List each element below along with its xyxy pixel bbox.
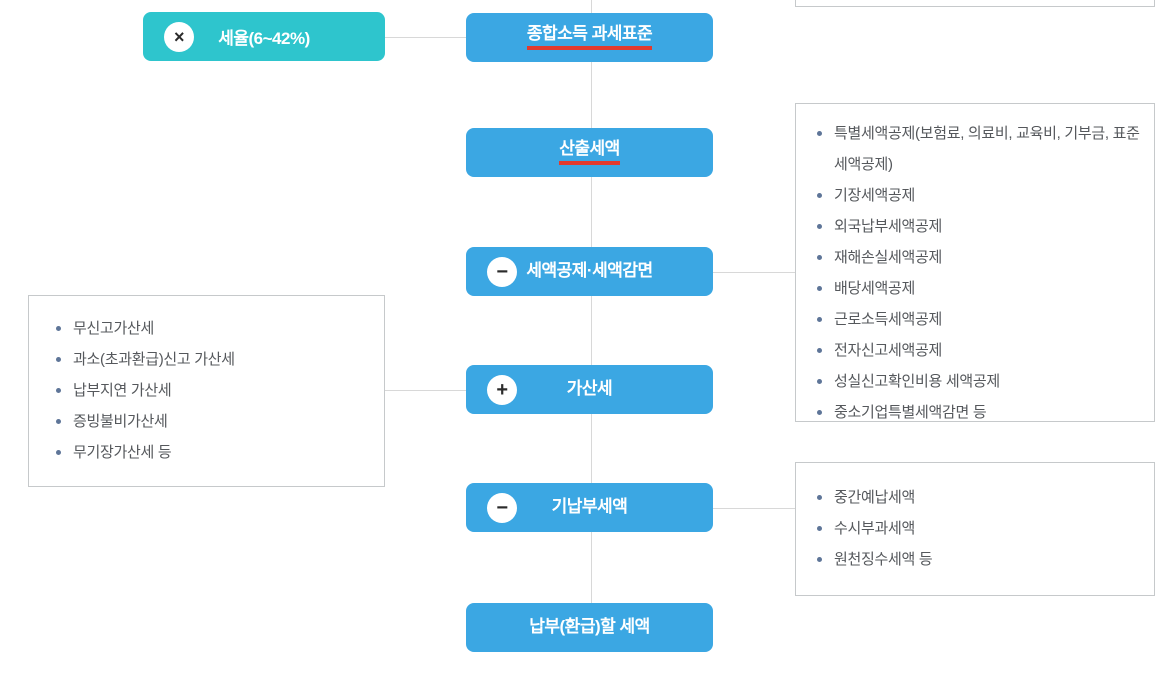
- list-item: 외국납부세액공제: [817, 211, 1140, 242]
- list-item-label: 재해손실세액공제: [834, 249, 943, 266]
- bullet-icon: [817, 495, 822, 500]
- list-item-label: 특별세액공제(보험료, 의료비, 교육비, 기부금, 표준세액공제): [834, 125, 1140, 173]
- tax-rate-label: 세율(6~42%): [218, 29, 310, 48]
- list-item-label: 중소기업특별세액감면 등: [834, 404, 987, 421]
- list-item-label: 납부지연 가산세: [73, 382, 172, 399]
- bullet-icon: [817, 224, 822, 229]
- node-penalty-tax[interactable]: + 가산세: [466, 365, 713, 414]
- prepaid-tax-detail-list: 중간예납세액 수시부과세액 원천징수세액 등: [817, 482, 1140, 575]
- bullet-icon: [817, 286, 822, 291]
- list-item-label: 수시부과세액: [834, 520, 916, 537]
- top-partial-box: [795, 0, 1155, 7]
- plus-icon: +: [487, 374, 517, 405]
- connector-credit-to-list: [713, 272, 795, 273]
- list-item-label: 무신고가산세: [73, 320, 155, 337]
- prepaid-tax-detail-box: 중간예납세액 수시부과세액 원천징수세액 등: [795, 462, 1155, 596]
- bullet-icon: [817, 379, 822, 384]
- list-item: 중소기업특별세액감면 등: [817, 397, 1140, 428]
- node-computed-tax[interactable]: 산출세액: [466, 128, 713, 177]
- list-item-label: 중간예납세액: [834, 489, 916, 506]
- bullet-icon: [817, 557, 822, 562]
- list-item: 전자신고세액공제: [817, 335, 1140, 366]
- list-item-label: 무기장가산세 등: [73, 444, 172, 461]
- node-computed-tax-label: 산출세액: [559, 139, 620, 166]
- list-item: 원천징수세액 등: [817, 544, 1140, 575]
- penalty-tax-detail-list: 무신고가산세 과소(초과환급)신고 가산세 납부지연 가산세 증빙불비가산세: [56, 313, 374, 468]
- list-item-label: 배당세액공제: [834, 280, 916, 297]
- connector-prepaid-to-list: [713, 508, 795, 509]
- list-item: 무신고가산세: [56, 313, 374, 344]
- tax-credit-detail-box: 특별세액공제(보험료, 의료비, 교육비, 기부금, 표준세액공제) 기장세액공…: [795, 103, 1155, 422]
- list-item: 특별세액공제(보험료, 의료비, 교육비, 기부금, 표준세액공제): [817, 118, 1140, 180]
- node-tax-credit[interactable]: − 세액공제·세액감면: [466, 247, 713, 296]
- list-item: 배당세액공제: [817, 273, 1140, 304]
- list-item-label: 기장세액공제: [834, 187, 916, 204]
- node-penalty-tax-label: 가산세: [566, 379, 613, 399]
- bullet-icon: [56, 357, 61, 362]
- list-item: 증빙불비가산세: [56, 406, 374, 437]
- bullet-icon: [817, 410, 822, 415]
- penalty-tax-detail-box: 무신고가산세 과소(초과환급)신고 가산세 납부지연 가산세 증빙불비가산세: [28, 295, 385, 487]
- minus-icon: −: [487, 492, 517, 523]
- minus-icon: −: [487, 256, 517, 287]
- list-item: 재해손실세액공제: [817, 242, 1140, 273]
- node-final-tax-label: 납부(환급)할 세액: [529, 617, 650, 637]
- list-item: 기장세액공제: [817, 180, 1140, 211]
- bullet-icon: [56, 450, 61, 455]
- list-item-label: 증빙불비가산세: [73, 413, 168, 430]
- main-vertical-connector: [591, 0, 592, 603]
- close-icon[interactable]: ×: [164, 21, 194, 52]
- list-item-label: 과소(초과환급)신고 가산세: [73, 351, 235, 368]
- bullet-icon: [817, 131, 822, 136]
- list-item: 납부지연 가산세: [56, 375, 374, 406]
- bullet-icon: [56, 388, 61, 393]
- list-item-label: 근로소득세액공제: [834, 311, 943, 328]
- list-item-label: 원천징수세액 등: [834, 551, 933, 568]
- list-item: 근로소득세액공제: [817, 304, 1140, 335]
- node-tax-base-label: 종합소득 과세표준: [526, 24, 653, 51]
- node-final-tax[interactable]: 납부(환급)할 세액: [466, 603, 713, 652]
- list-item-label: 성실신고확인비용 세액공제: [834, 373, 1000, 390]
- list-item: 무기장가산세 등: [56, 437, 374, 468]
- tax-credit-detail-list: 특별세액공제(보험료, 의료비, 교육비, 기부금, 표준세액공제) 기장세액공…: [817, 118, 1140, 428]
- bullet-icon: [817, 193, 822, 198]
- bullet-icon: [817, 317, 822, 322]
- list-item-label: 외국납부세액공제: [834, 218, 943, 235]
- bullet-icon: [817, 255, 822, 260]
- bullet-icon: [56, 326, 61, 331]
- list-item: 성실신고확인비용 세액공제: [817, 366, 1140, 397]
- node-tax-base[interactable]: 종합소득 과세표준: [466, 13, 713, 62]
- connector-rate-to-taxbase: [385, 37, 466, 38]
- node-prepaid-tax[interactable]: − 기납부세액: [466, 483, 713, 532]
- list-item: 중간예납세액: [817, 482, 1140, 513]
- node-tax-credit-label: 세액공제·세액감면: [526, 261, 653, 281]
- connector-penaltylist-to-penalty: [385, 390, 466, 391]
- list-item-label: 전자신고세액공제: [834, 342, 943, 359]
- bullet-icon: [56, 419, 61, 424]
- bullet-icon: [817, 348, 822, 353]
- node-prepaid-tax-label: 기납부세액: [551, 497, 628, 517]
- list-item: 수시부과세액: [817, 513, 1140, 544]
- tax-rate-button[interactable]: × 세율(6~42%): [143, 12, 385, 61]
- list-item: 과소(초과환급)신고 가산세: [56, 344, 374, 375]
- bullet-icon: [817, 526, 822, 531]
